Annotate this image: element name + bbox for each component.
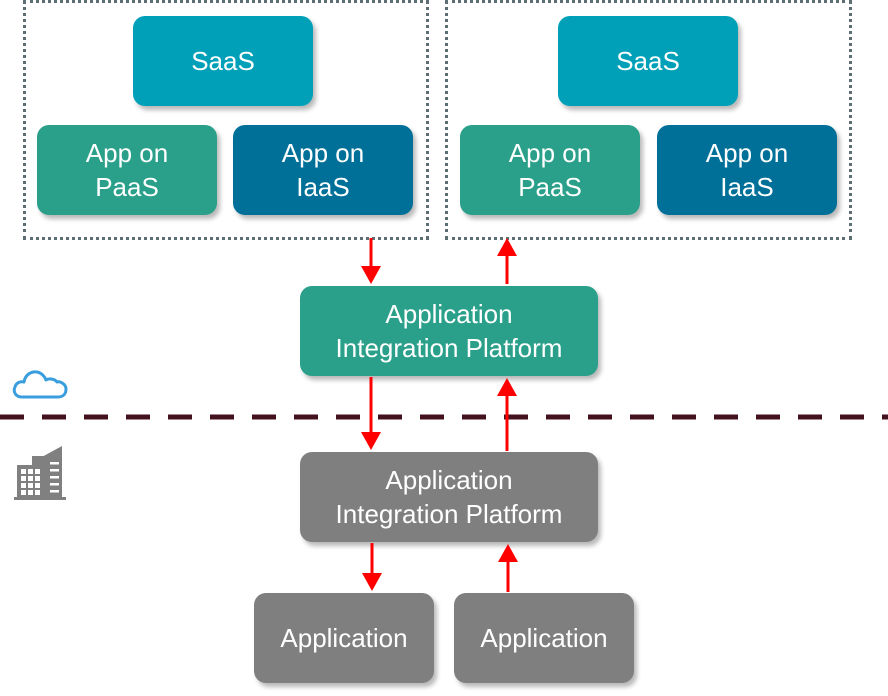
left-paas-box: App on PaaS [37, 125, 217, 215]
arrow-onprem-platform-to-application-1 [362, 543, 382, 591]
arrow-onprem-platform-to-cloud-platform [497, 378, 517, 451]
right-paas-box: App on PaaS [460, 125, 640, 215]
right-cloud-zone [445, 0, 852, 240]
right-saas-box: SaaS [558, 16, 738, 106]
application-box-1: Application [254, 593, 434, 683]
arrow-left-group-to-cloud-platform [361, 238, 381, 284]
onprem-integration-platform: Application Integration Platform [300, 452, 598, 542]
left-saas-box: SaaS [133, 16, 313, 106]
cloud-integration-platform: Application Integration Platform [300, 286, 598, 376]
application-box-2: Application [454, 593, 634, 683]
arrow-cloud-platform-to-right-group [497, 238, 517, 284]
arrow-application-2-to-onprem-platform [498, 544, 518, 592]
cloud-icon [12, 370, 68, 399]
building-icon [14, 446, 66, 500]
right-iaas-box: App on IaaS [657, 125, 837, 215]
left-iaas-box: App on IaaS [233, 125, 413, 215]
arrow-cloud-platform-to-onprem-platform [361, 377, 381, 450]
left-cloud-zone [23, 0, 429, 240]
